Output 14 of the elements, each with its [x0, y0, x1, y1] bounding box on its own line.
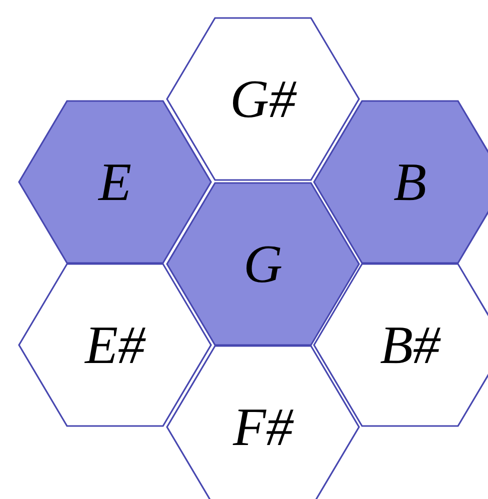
note-name: E# — [83, 318, 147, 372]
note-name: G — [242, 237, 284, 291]
hexagon — [166, 345, 360, 499]
hexagon — [18, 100, 212, 264]
hexagon — [313, 100, 488, 264]
note-name: B# — [379, 318, 442, 372]
note-name: E — [96, 155, 132, 209]
hexagon — [166, 17, 360, 181]
note-name: B — [392, 155, 428, 209]
hexagon — [166, 182, 360, 346]
note-name: G# — [229, 72, 298, 126]
note-name: F# — [232, 400, 295, 454]
hexagon — [313, 263, 488, 427]
hexagon — [18, 263, 212, 427]
